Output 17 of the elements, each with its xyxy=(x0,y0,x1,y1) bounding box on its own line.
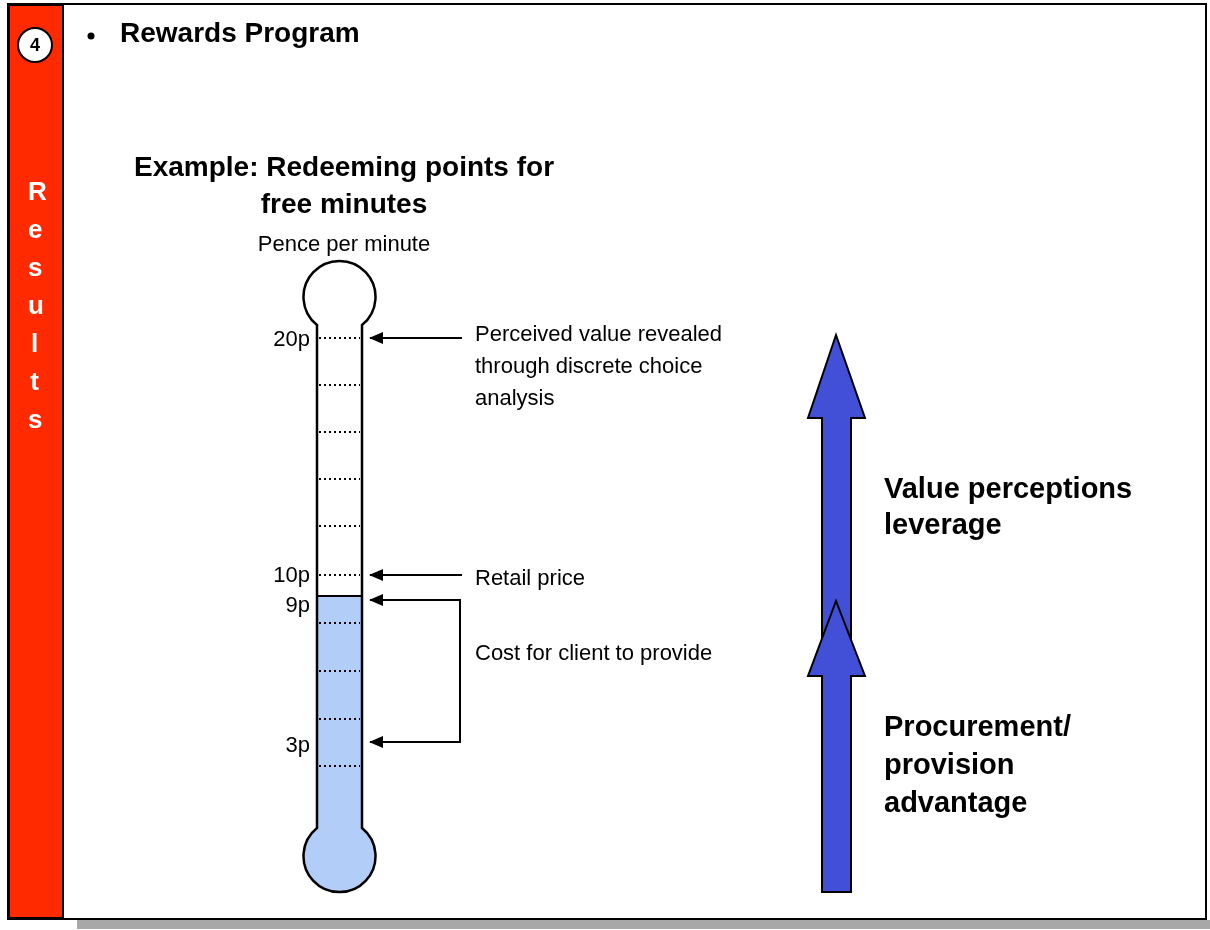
section-label: Results xyxy=(27,175,45,436)
leader-arrow xyxy=(369,332,463,344)
tick-label: 9p xyxy=(285,592,310,618)
annotation-text: Perceived value revealed through discrete choice analysis xyxy=(462,318,780,414)
arrow-caption: Procurement/ provision advantage xyxy=(884,709,1072,820)
arrow-caption: Value perceptions leverage xyxy=(884,471,1134,542)
leader-arrow xyxy=(369,670,461,748)
annotation-text: Retail price xyxy=(462,565,586,591)
slide-title: Rewards Program xyxy=(120,17,360,49)
axis-title: Pence per minute xyxy=(256,231,432,257)
annotation-text: Cost for client to provide xyxy=(460,640,713,666)
leader-arrow xyxy=(369,569,463,581)
example-heading: Example: Redeeming points for free minutes xyxy=(132,150,556,221)
leader-arrow xyxy=(369,594,461,672)
tick-label: 10p xyxy=(273,562,310,588)
tick-label: 3p xyxy=(285,732,310,758)
tick-label: 20p xyxy=(273,326,310,352)
